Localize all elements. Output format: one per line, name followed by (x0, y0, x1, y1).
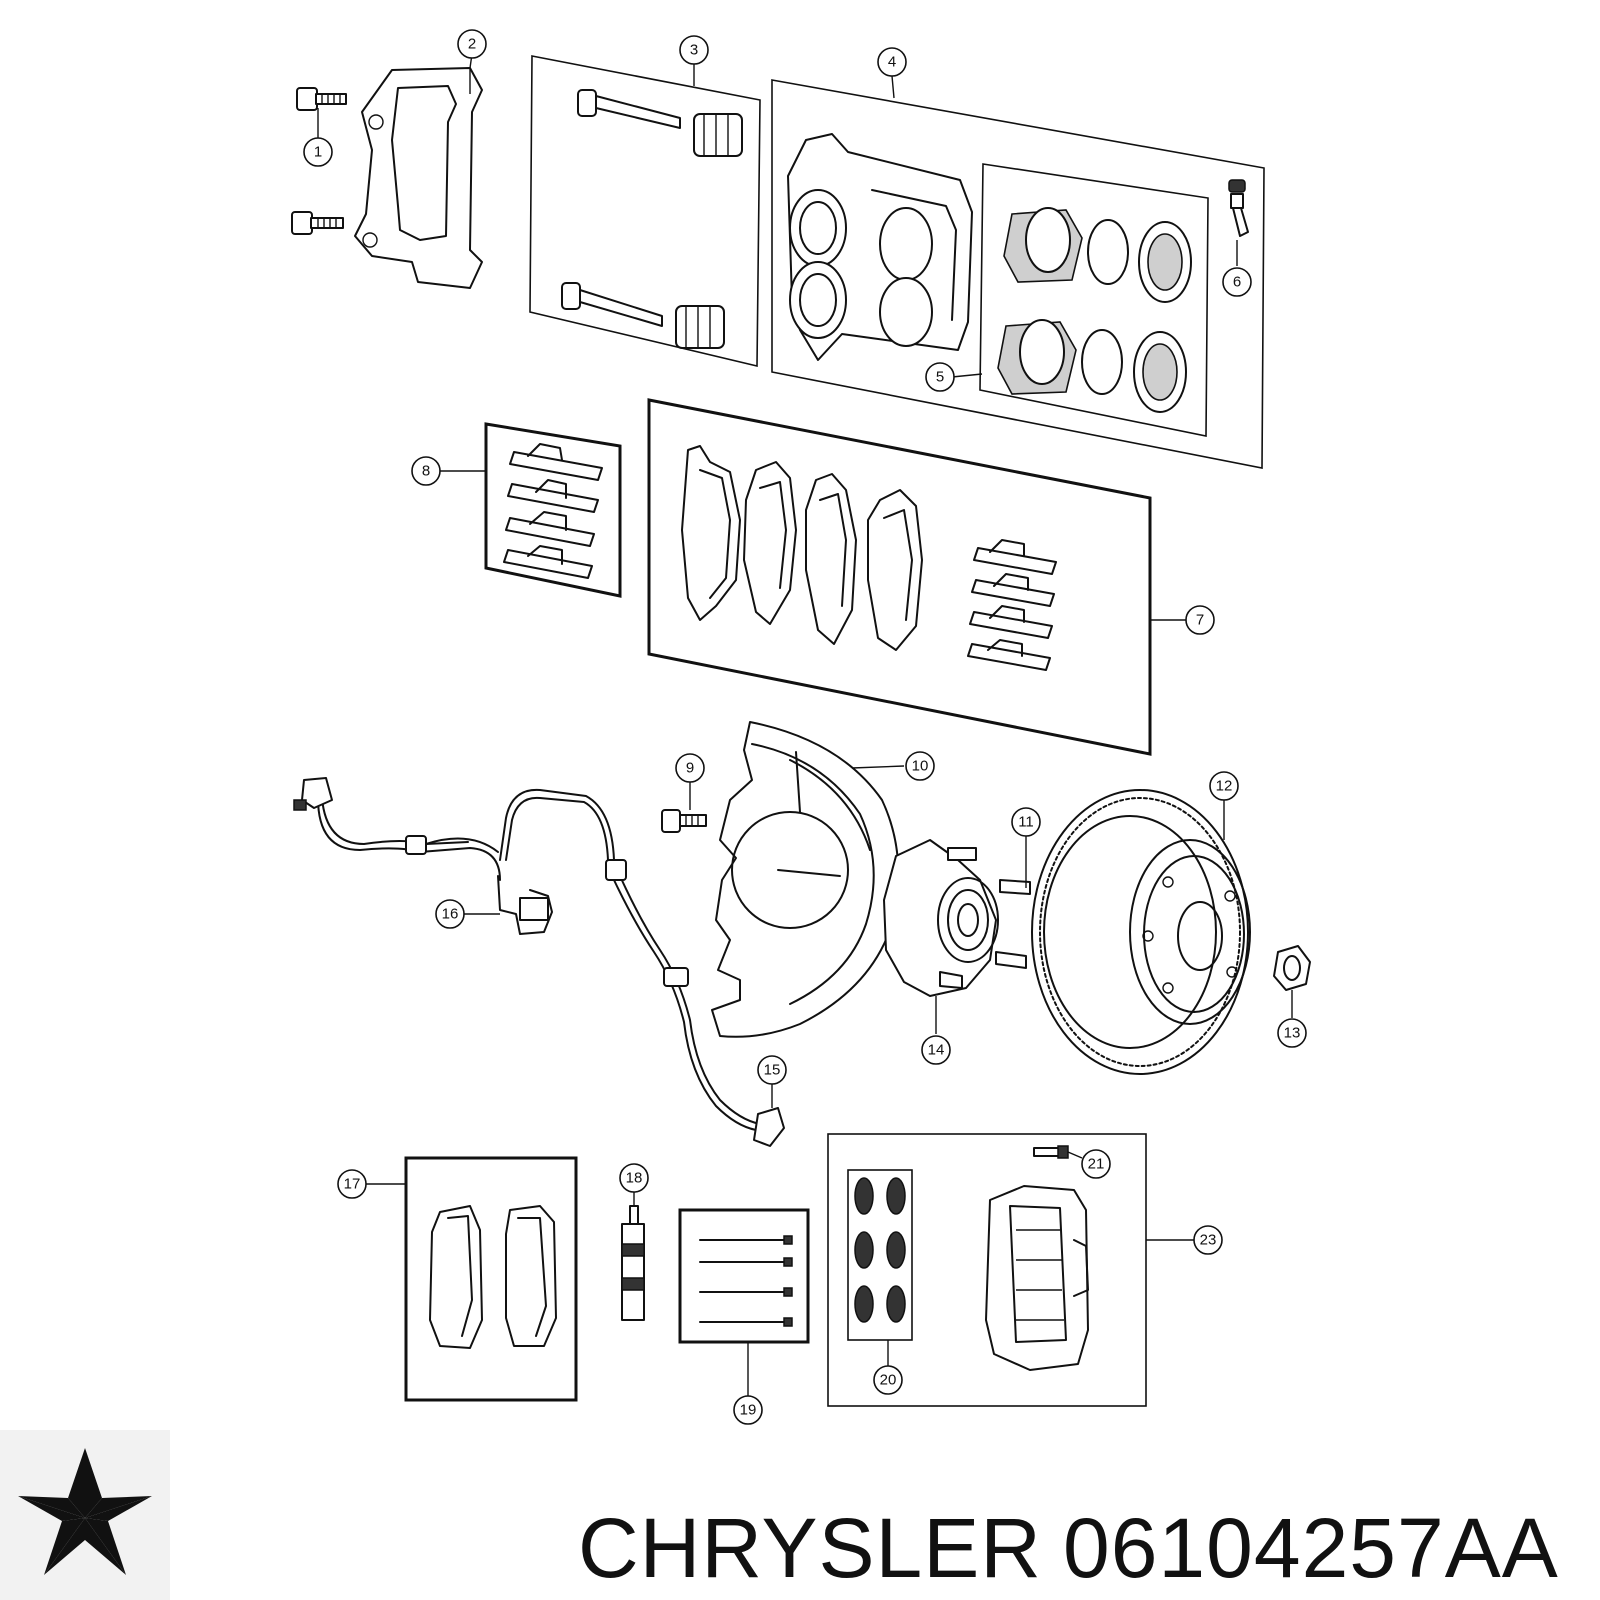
callout-18: 18 (619, 1163, 649, 1193)
brand-name: CHRYSLER (578, 1501, 1042, 1595)
svg-text:21: 21 (1088, 1156, 1105, 1173)
part-6-bleeder-screw (1228, 179, 1249, 237)
leader-lines (317, 53, 1293, 1396)
svg-text:20: 20 (880, 1372, 897, 1389)
part-10-splash-shield (711, 721, 900, 1038)
part-3-guide-pin-kit (529, 55, 761, 368)
part-13-hub-nut (1273, 945, 1311, 991)
callout-11: 11 (1011, 807, 1041, 837)
svg-text:19: 19 (740, 1402, 757, 1419)
part-17-rear-brake-pads (404, 1156, 578, 1402)
svg-text:15: 15 (764, 1062, 781, 1079)
pad-clips-in-kit (967, 539, 1057, 671)
callout-1: 1 (303, 137, 333, 167)
part-18-wear-sensor (621, 1205, 645, 1321)
callout-14: 14 (921, 1035, 951, 1065)
part-14-hub-bearing (883, 839, 1031, 997)
callout-13: 13 (1277, 1018, 1307, 1048)
part-7-brake-pad-set (647, 398, 1152, 756)
part-15-16-wheel-speed-sensor-harness (293, 777, 785, 1147)
callout-9: 9 (675, 753, 705, 783)
callout-21: 21 (1081, 1149, 1111, 1179)
part-19-pad-retainer-pins (678, 1208, 810, 1344)
svg-text:11: 11 (1018, 814, 1034, 831)
svg-text:18: 18 (626, 1170, 643, 1187)
callout-3: 3 (679, 35, 709, 65)
part-4-caliper-assembly (771, 79, 1265, 469)
svg-text:4: 4 (888, 54, 896, 71)
callout-4: 4 (877, 47, 907, 77)
part-20-seal-set (854, 1177, 906, 1323)
callout-20: 20 (873, 1365, 903, 1395)
callout-5: 5 (925, 362, 955, 392)
chrysler-pentastar-icon (0, 1430, 170, 1600)
part-12-brake-rotor (1031, 789, 1251, 1075)
svg-text:14: 14 (928, 1042, 945, 1059)
svg-text:6: 6 (1233, 274, 1241, 291)
svg-text:5: 5 (936, 369, 944, 386)
callout-19: 19 (733, 1395, 763, 1425)
svg-text:16: 16 (442, 906, 459, 923)
svg-text:17: 17 (344, 1176, 361, 1193)
part-2-caliper-bracket (354, 67, 483, 289)
svg-text:9: 9 (686, 760, 694, 777)
callout-23: 23 (1193, 1225, 1223, 1255)
svg-text:2: 2 (468, 36, 476, 53)
part-number: 06104257AA (1063, 1501, 1559, 1595)
callout-17: 17 (337, 1169, 367, 1199)
svg-text:7: 7 (1196, 612, 1204, 629)
part-1-bolts (291, 87, 347, 235)
svg-text:23: 23 (1200, 1232, 1217, 1249)
part-23-rear-caliper-kit (827, 1133, 1147, 1407)
part-5-pistons-seals (997, 207, 1192, 413)
callout-7: 7 (1185, 605, 1215, 635)
part-21-bleeder (1033, 1145, 1069, 1159)
callout-15: 15 (757, 1055, 787, 1085)
svg-text:13: 13 (1284, 1025, 1301, 1042)
callout-12: 12 (1209, 771, 1239, 801)
callout-6: 6 (1222, 267, 1252, 297)
svg-text:1: 1 (314, 144, 322, 161)
svg-text:12: 12 (1216, 778, 1233, 795)
svg-text:8: 8 (422, 463, 430, 480)
callout-2: 2 (457, 29, 487, 59)
svg-text:10: 10 (912, 758, 929, 775)
part-8-pad-hardware-kit (484, 422, 622, 598)
svg-text:3: 3 (690, 42, 698, 59)
callout-10: 10 (905, 751, 935, 781)
part-9-bolt (661, 809, 707, 833)
callout-16: 16 (435, 899, 465, 929)
callout-8: 8 (411, 456, 441, 486)
